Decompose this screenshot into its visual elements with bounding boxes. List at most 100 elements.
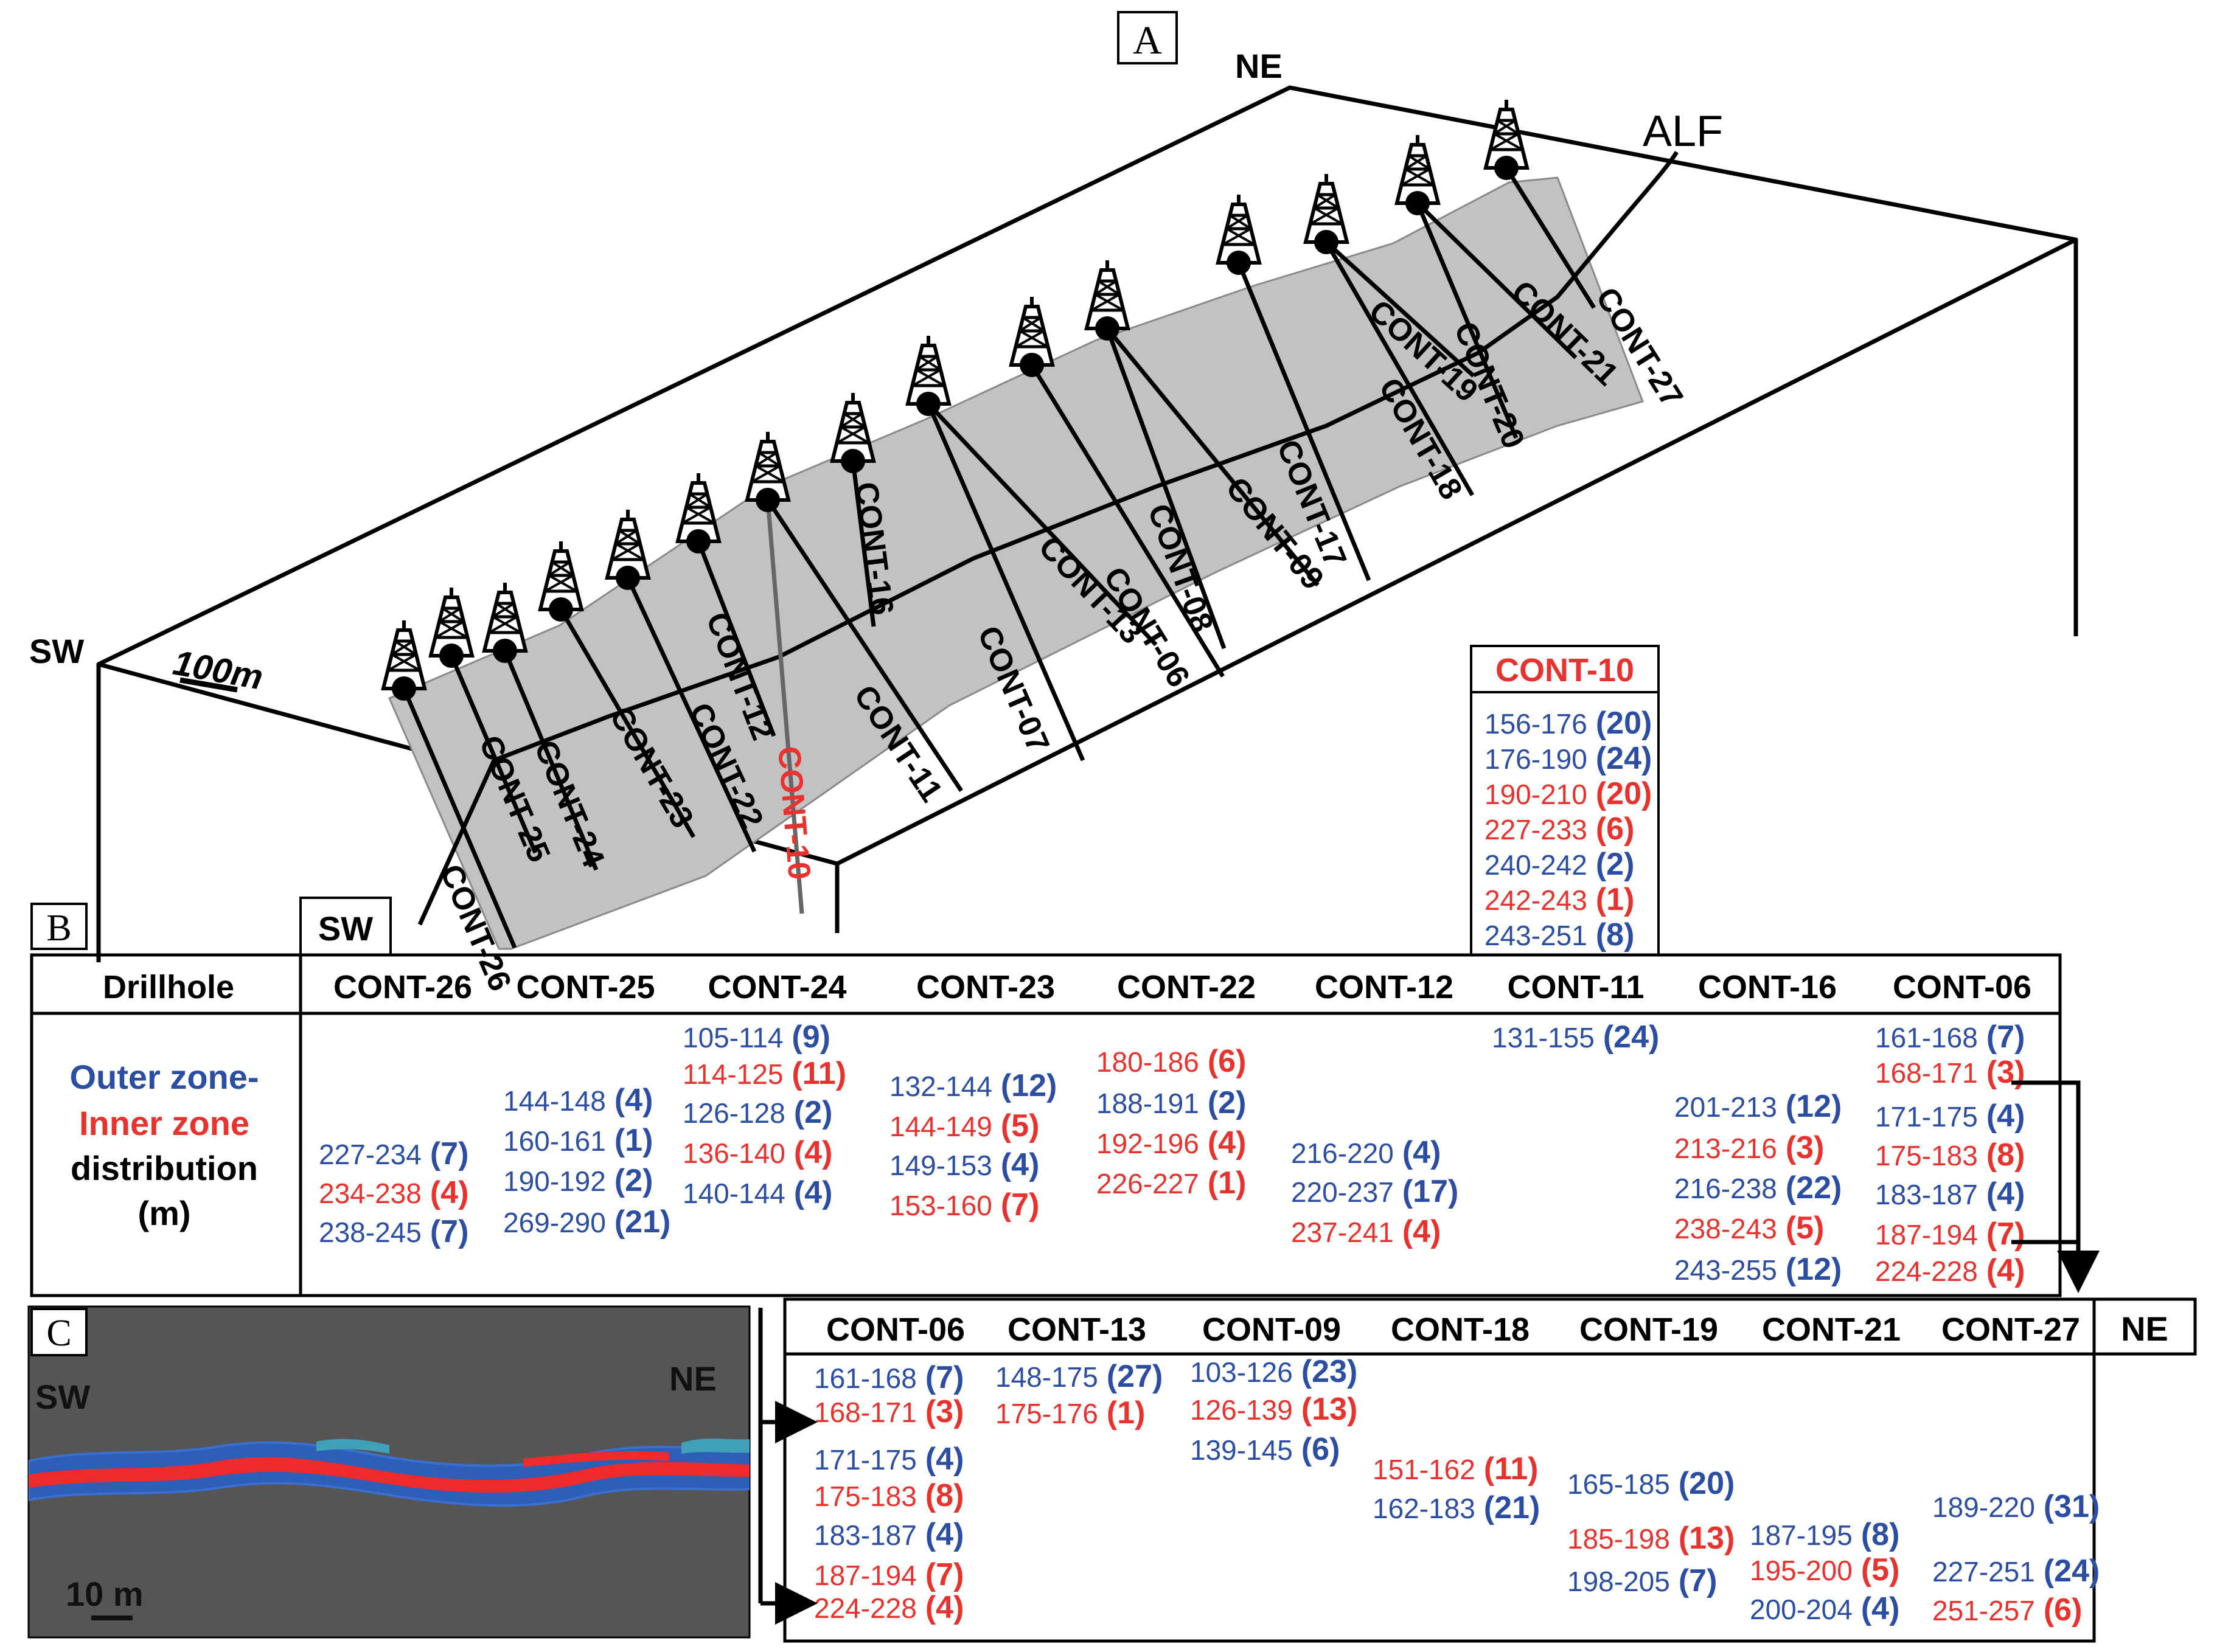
panel-b-table [30, 953, 2062, 1297]
interval-range: 242-243 [1484, 884, 1587, 916]
interval-range: 198-205 [1567, 1566, 1670, 1597]
interval-thickness: (11) [1484, 1451, 1539, 1487]
panel-b-sw-label: SW [318, 909, 373, 948]
interval-thickness: (24) [1596, 741, 1652, 776]
drillhole-header: CONT-26 [333, 969, 472, 1005]
interval-thickness: (7) [430, 1214, 469, 1249]
interval-entry: 105-114(9) [683, 1019, 830, 1055]
drill-trace [559, 608, 696, 838]
panel-b-letter: B [46, 908, 71, 949]
drill-trace [1236, 262, 1371, 581]
drillhole-header: CONT-13 [1008, 1311, 1146, 1348]
interval-thickness: (2) [794, 1095, 833, 1130]
drillhole-header: CONT-22 [1117, 969, 1256, 1005]
interval-entry: 226-227(1) [1096, 1165, 1246, 1201]
interval-entry: 165-185(20) [1567, 1466, 1735, 1501]
interval-thickness: (4) [1001, 1147, 1040, 1182]
interval-thickness: (4) [430, 1175, 469, 1210]
interval-entry: 227-233(6) [1484, 811, 1634, 847]
panel-b-column-cont-23: CONT-23132-144(12)144-149(5)149-153(4)15… [889, 969, 1057, 1223]
interval-thickness: (2) [614, 1163, 653, 1198]
interval-thickness: (12) [1001, 1068, 1057, 1103]
drill-rig-icon [381, 620, 427, 701]
interval-thickness: (13) [1679, 1521, 1735, 1556]
interval-range: 168-171 [814, 1397, 917, 1428]
interval-thickness: (5) [1861, 1552, 1900, 1588]
interval-thickness: (4) [1986, 1253, 2025, 1288]
interval-entry: 176-190(24) [1484, 741, 1652, 776]
interval-range: 175-176 [995, 1398, 1098, 1429]
interval-entry: 187-194(7) [814, 1557, 964, 1592]
interval-thickness: (4) [1986, 1176, 2025, 1212]
interval-entry: 168-171 (3) [814, 1394, 964, 1429]
scale-bar-c: 10 m [66, 1575, 144, 1620]
interval-range: 171-175 [814, 1444, 917, 1476]
interval-range: 240-242 [1484, 849, 1587, 881]
interval-thickness: (5) [1001, 1108, 1040, 1144]
interval-entry: 126-139(13) [1190, 1392, 1357, 1427]
interval-entry: 140-144(4) [683, 1175, 832, 1210]
interval-entry: 126-128(2) [683, 1095, 832, 1130]
panel-b-column-cont-24: CONT-24105-114(9)114-125(11)126-128(2)13… [683, 969, 847, 1210]
interval-thickness: (1) [1107, 1395, 1146, 1431]
interval-entry: 132-144(12) [889, 1068, 1057, 1103]
cont-10-box: CONT-10 156-176(20)176-190(24)190-210(20… [1470, 645, 1660, 956]
interval-entry: 216-220(4) [1291, 1135, 1441, 1170]
interval-thickness: (4) [794, 1135, 833, 1170]
interval-range: 189-220 [1932, 1491, 2035, 1523]
interval-thickness: (4) [614, 1083, 653, 1118]
cont-10-box-title: CONT-10 [1495, 652, 1634, 689]
alf-label: ALF [1643, 107, 1723, 156]
interval-range: 144-148 [503, 1085, 606, 1117]
interval-thickness: (7) [1986, 1216, 2025, 1252]
interval-entry: 180-186(6) [1096, 1044, 1246, 1079]
interval-range: 168-171 [1875, 1057, 1978, 1089]
panel-a-letter: A [1133, 18, 1162, 63]
interval-entry: 192-196(4) [1096, 1125, 1246, 1161]
interval-entry: 200-204(4) [1750, 1591, 1899, 1626]
interval-range: 105-114 [683, 1022, 783, 1053]
interval-entry: 175-176 (1) [995, 1395, 1145, 1431]
drill-rig-icon [482, 583, 528, 663]
interval-entry: 171-175(4) [1875, 1098, 2025, 1134]
panel-c-ne: NE [669, 1359, 717, 1398]
interval-range: 227-251 [1932, 1556, 2035, 1588]
drill-rig-icon [745, 432, 791, 512]
interval-entry: 201-213(12) [1674, 1089, 1842, 1124]
interval-entry: 251-257(6) [1932, 1592, 2082, 1628]
interval-thickness: (7) [1679, 1563, 1718, 1598]
interval-entry: 224-228(4) [1875, 1253, 2025, 1288]
interval-thickness: (3) [925, 1394, 964, 1429]
interval-thickness: (13) [1301, 1392, 1357, 1427]
interval-entry: 144-149(5) [889, 1108, 1039, 1144]
drill-rig-icon [1084, 260, 1130, 341]
interval-entry: 144-148(4) [503, 1083, 653, 1118]
interval-entry: 216-238(22) [1674, 1170, 1842, 1206]
interval-entry: 238-245(7) [319, 1214, 468, 1249]
drill-trace [1030, 364, 1225, 678]
panel-b-column-cont-16: CONT-16 201-213(12) 213-216(3) 216-238(22)2… [1674, 969, 1842, 1287]
interval-thickness: (8) [1861, 1517, 1900, 1552]
interval-entry: 213-216(3) [1674, 1130, 1824, 1165]
drill-rig-icon [538, 541, 584, 622]
legend-outer-zone: Outer zone- [69, 1058, 259, 1096]
interval-entry: 162-183(21) [1373, 1490, 1540, 1525]
interval-entry: 189-220(31) [1932, 1489, 2100, 1524]
panel-b-columns: CONT-26227-234(7)234-238(4)238-245(7)CON… [319, 969, 2031, 1288]
interval-range: 149-153 [889, 1150, 992, 1181]
interval-range: 227-233 [1484, 814, 1587, 845]
interval-range: 161-168 [1875, 1022, 1978, 1053]
interval-range: 183-187 [814, 1519, 917, 1551]
drillhole-header-label: Drillhole [103, 969, 234, 1005]
interval-range: 183-187 [1875, 1179, 1978, 1210]
interval-entry: 190-192(2) [503, 1163, 653, 1198]
interval-range: 216-238 [1674, 1173, 1777, 1204]
drill-rig-icon [830, 393, 876, 473]
drillhole-header: CONT-16 [1698, 969, 1837, 1005]
